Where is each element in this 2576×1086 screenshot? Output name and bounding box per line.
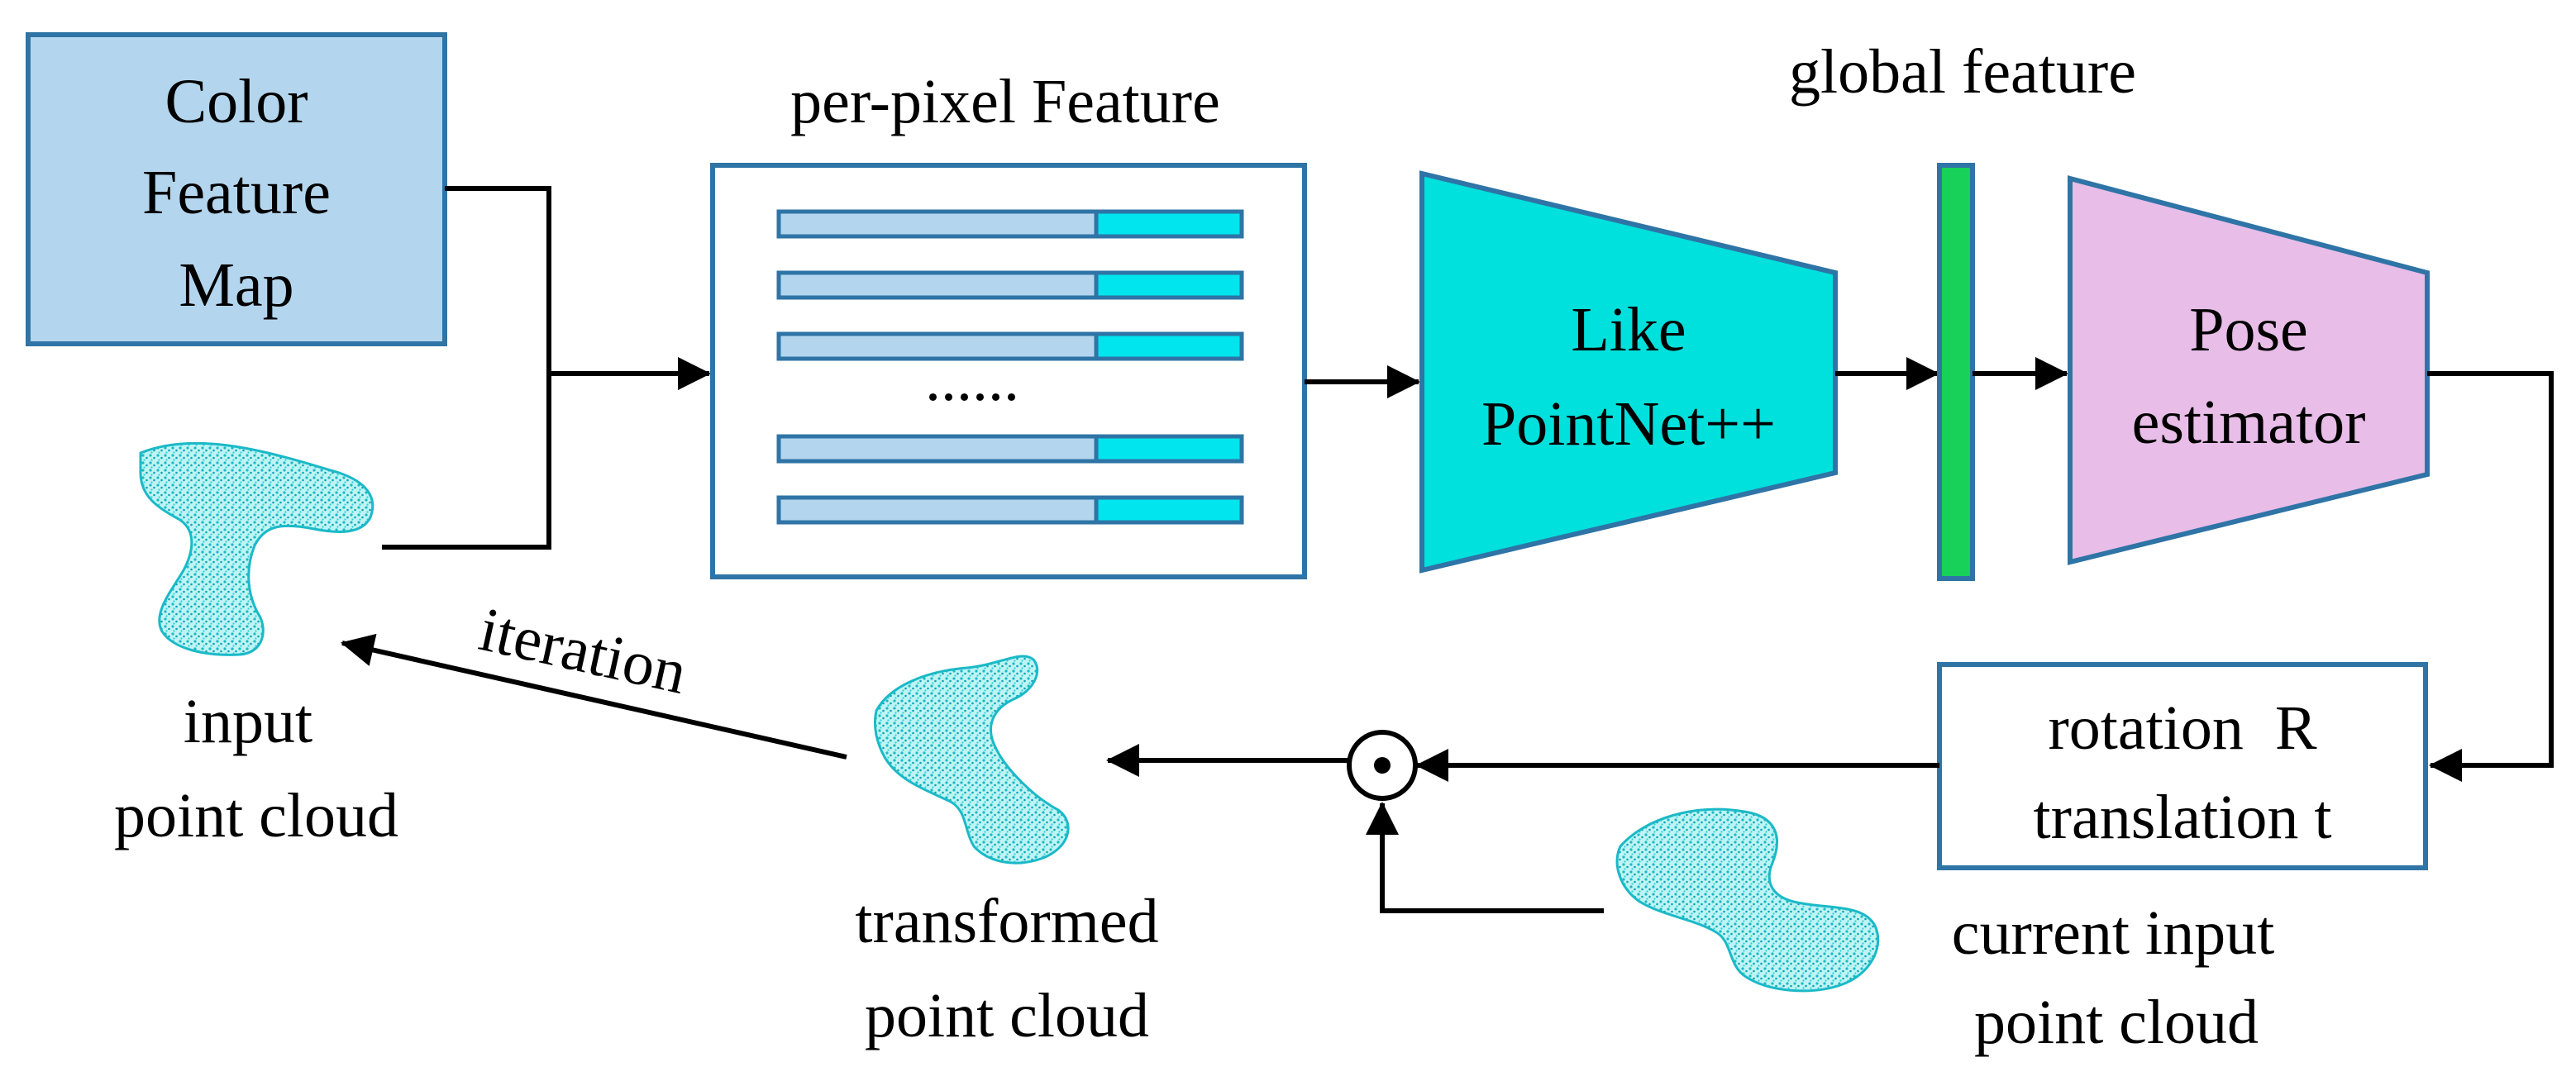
pose-to-rotation-connector <box>2427 371 2554 782</box>
feature-bar <box>776 270 1244 300</box>
per-pixel-feature-title: per-pixel Feature <box>790 67 1220 136</box>
current-to-operator-connector <box>1366 802 1604 913</box>
input-cloud-line-1: input <box>184 687 312 756</box>
color-feature-map-line-3: Map <box>179 250 293 320</box>
global-feature-title: global feature <box>1789 37 2136 107</box>
color-feature-map-line-2: Feature <box>142 158 331 227</box>
pose-estimator-block: Pose estimator <box>2068 175 2430 565</box>
feature-bar <box>776 331 1244 361</box>
pointnet-block: Like PointNet++ <box>1419 170 1838 574</box>
global-feature-bar <box>1937 163 1975 581</box>
pose-line-1: Pose <box>2189 295 2308 364</box>
current-cloud-line-1: current input <box>1952 898 2274 968</box>
feature-ellipsis: ...... <box>925 345 1019 414</box>
input-point-cloud-icon <box>139 441 374 656</box>
color-feature-map-line-1: Color <box>165 67 308 136</box>
current-point-cloud-icon <box>1615 807 1880 993</box>
transformed-cloud-line-1: transformed <box>855 887 1158 956</box>
feature-bar <box>776 434 1244 464</box>
feature-bar <box>776 495 1244 525</box>
pose-line-2: estimator <box>2132 388 2366 457</box>
transformed-cloud-line-2: point cloud <box>865 981 1149 1050</box>
input-cloud-line-2: point cloud <box>114 781 398 850</box>
translation-label: translation t <box>2034 783 2332 852</box>
rotation-label: rotation R <box>2048 693 2316 763</box>
transformed-point-cloud-icon <box>873 655 1070 865</box>
current-cloud-line-2: point cloud <box>1974 988 2259 1057</box>
iteration-label: iteration <box>474 594 693 707</box>
iteration-arrow <box>341 633 847 760</box>
merge-connector <box>382 186 711 550</box>
rotation-translation-box: rotation R translation t <box>1937 662 2428 870</box>
pointnet-line-1: Like <box>1571 295 1686 364</box>
circle-dot-icon <box>1347 730 1418 801</box>
color-feature-map-box: Color Feature Map <box>26 32 447 346</box>
feature-bar <box>776 209 1244 239</box>
per-pixel-feature-box: ...... <box>710 163 1307 579</box>
pointnet-line-2: PointNet++ <box>1481 389 1776 459</box>
